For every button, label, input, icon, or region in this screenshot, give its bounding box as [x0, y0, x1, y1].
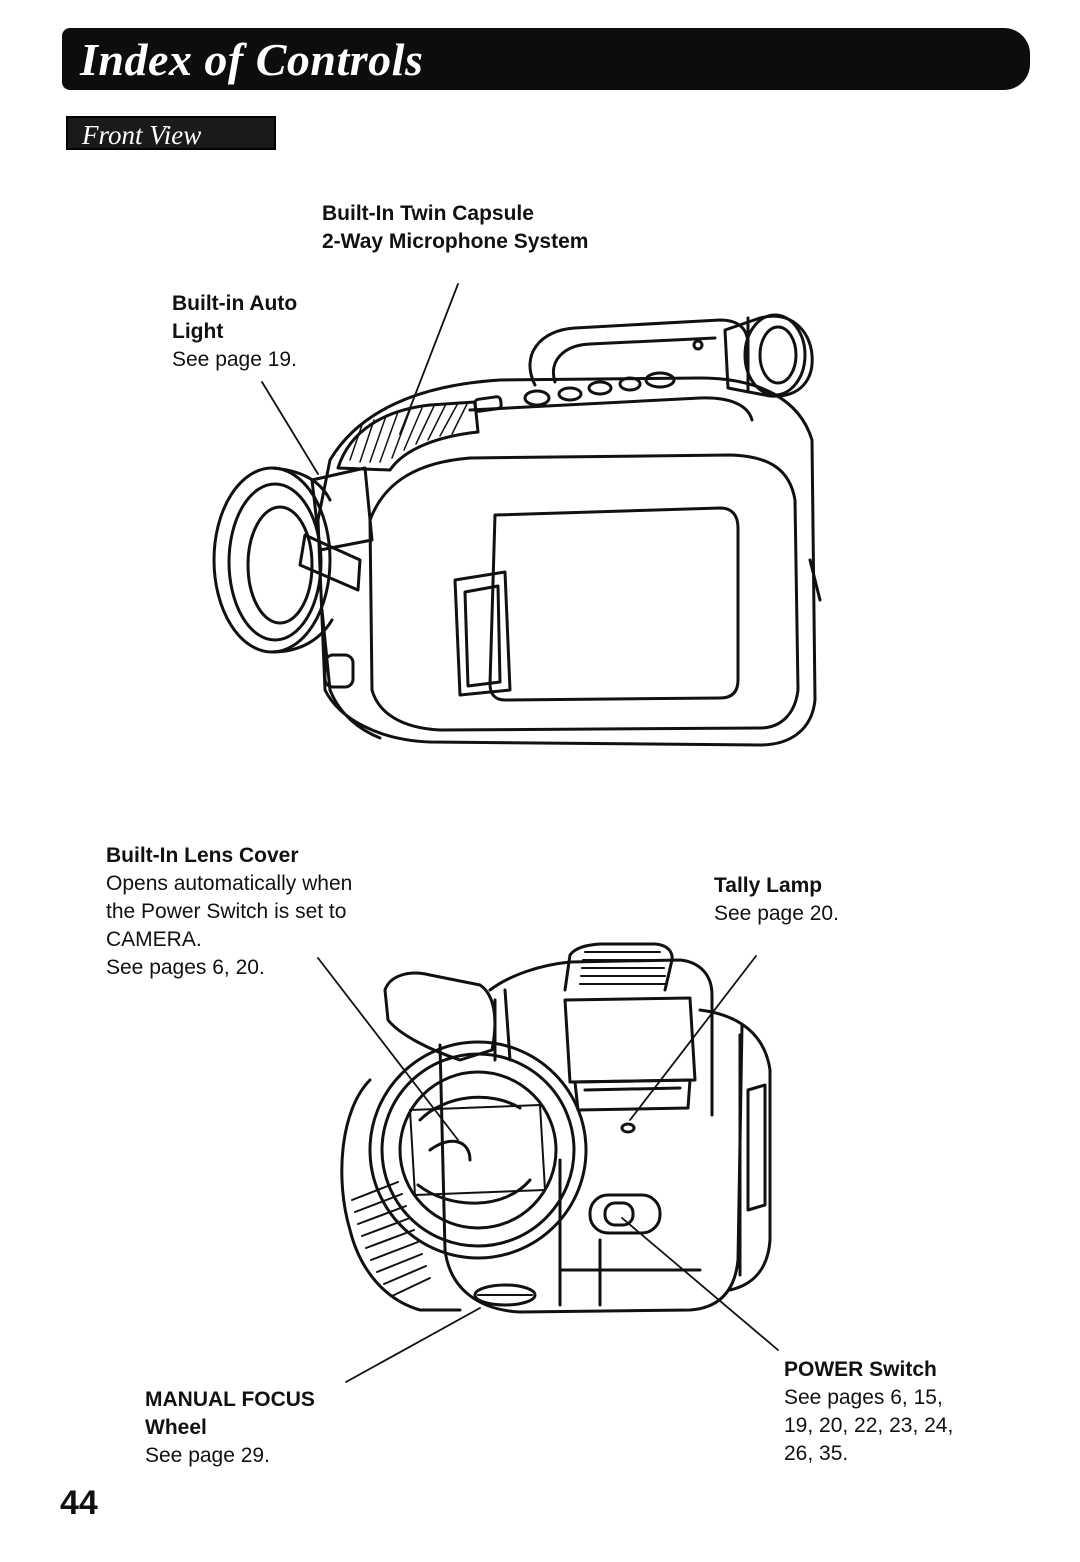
- section-title: Front View: [66, 116, 276, 150]
- lens-cover-desc-2: the Power Switch is set to: [106, 900, 347, 923]
- page-number: 44: [60, 1484, 98, 1522]
- auto-light-label: Built-in Auto Light See page 19.: [172, 290, 297, 374]
- lens-cover-label: Built-In Lens Cover Opens automatically …: [106, 842, 352, 982]
- auto-light-label-line1: Built-in Auto: [172, 292, 298, 315]
- lens-cover-desc-1: Opens automatically when: [106, 872, 353, 895]
- header-bar: [62, 28, 1030, 90]
- lens-cover-title: Built-In Lens Cover: [106, 844, 299, 867]
- manual-focus-line2: Wheel: [145, 1416, 207, 1439]
- auto-light-page-ref: See page 19.: [172, 348, 297, 371]
- manual-focus-page-ref: See page 29.: [145, 1444, 270, 1467]
- power-switch-page-ref-1: See pages 6, 15,: [784, 1386, 943, 1409]
- lens-cover-page-ref: See pages 6, 20.: [106, 956, 265, 979]
- microphone-label-line1: Built-In Twin Capsule: [322, 202, 534, 225]
- microphone-label-line2: 2-Way Microphone System: [322, 230, 589, 253]
- power-switch-page-ref-2: 19, 20, 22, 23, 24,: [784, 1414, 954, 1437]
- lens-cover-desc-3: CAMERA.: [106, 928, 202, 951]
- auto-light-label-line2: Light: [172, 320, 224, 343]
- power-switch-label: POWER Switch See pages 6, 15, 19, 20, 22…: [784, 1356, 953, 1468]
- microphone-label: Built-In Twin Capsule 2-Way Microphone S…: [322, 200, 588, 256]
- manual-focus-line1: MANUAL FOCUS: [145, 1388, 315, 1411]
- power-switch-page-ref-3: 26, 35.: [784, 1442, 849, 1465]
- camcorder-upper-illustration: [212, 313, 822, 747]
- camcorder-lower-illustration: [340, 942, 772, 1314]
- page-title: Index of Controls: [80, 34, 424, 85]
- power-switch-title: POWER Switch: [784, 1358, 937, 1381]
- leader-lines: [261, 283, 779, 1383]
- tally-lamp-page-ref: See page 20.: [714, 902, 839, 925]
- manual-focus-label: MANUAL FOCUS Wheel See page 29.: [145, 1386, 315, 1470]
- tally-lamp-title: Tally Lamp: [714, 874, 823, 897]
- tally-lamp-label: Tally Lamp See page 20.: [714, 872, 839, 928]
